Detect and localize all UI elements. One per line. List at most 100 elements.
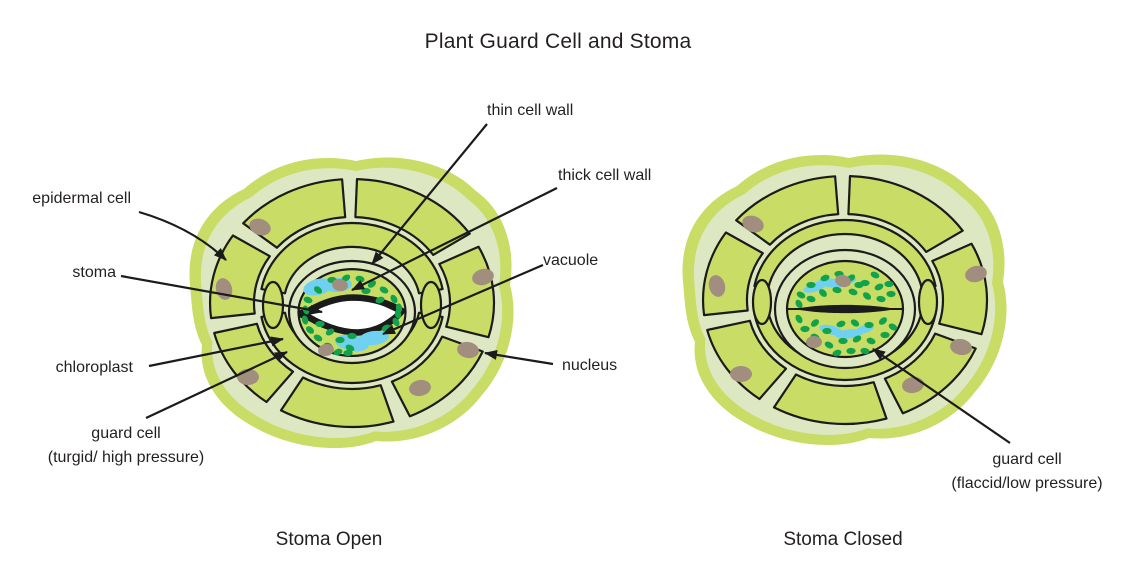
nucleus-shape [742, 215, 764, 233]
label-guard-cell-closed-line2: (flaccid/low pressure) [951, 475, 1103, 492]
chloroplast-dot [820, 274, 830, 282]
arrow-epidermal-cell [138, 210, 227, 261]
label-stoma: stoma [72, 264, 116, 281]
chloroplast-dot [806, 281, 816, 289]
chloroplast-dot [305, 326, 315, 334]
epidermal-cell-shape [390, 335, 484, 418]
nucleus-shape [730, 366, 752, 382]
chloroplast-dot [810, 319, 820, 327]
stoma-slit-closed [795, 304, 895, 314]
chloroplast-dot [335, 336, 345, 344]
arrow-thick-cell-wall [351, 187, 558, 291]
chloroplast-dot [850, 319, 860, 327]
chloroplast-dot [394, 309, 402, 319]
nucleus-shape [835, 274, 851, 288]
caption-stoma-open: Stoma Open [275, 529, 383, 550]
arrow-guard-cell-closed [872, 348, 1011, 444]
annotation-arrows [120, 123, 1011, 444]
label-guard-cell-closed: guard cell (flaccid/low pressure) [951, 448, 1102, 496]
epidermal-cell-shape [753, 218, 937, 290]
vacuole-shape [359, 330, 389, 346]
arrow-thin-cell-wall [371, 123, 488, 265]
label-thick-cell-wall: thick cell wall [558, 167, 652, 184]
chloroplast-dot [832, 349, 842, 357]
label-nucleus: nucleus [562, 357, 618, 374]
chloroplast-dot [795, 299, 803, 309]
nucleus-shape [332, 278, 348, 292]
label-guard-cell-closed-line1: guard cell [992, 451, 1062, 468]
chloroplast-dot [325, 328, 335, 336]
epidermal-cell-shape [354, 178, 471, 256]
chloroplast-dot [848, 288, 858, 296]
chloroplast-dot [795, 314, 803, 324]
nucleus-shape [472, 268, 494, 286]
label-thin-cell-wall: thin cell wall [487, 102, 574, 119]
chloroplast-dot [341, 274, 351, 282]
epidermal-cell-shape [883, 332, 977, 415]
label-guard-cell-open: guard cell (turgid/ high pressure) [48, 422, 205, 470]
caption-stoma-closed: Stoma Closed [783, 529, 903, 550]
chloroplast-dot [303, 296, 313, 304]
chloroplast-dot [846, 347, 856, 355]
chloroplast-dot [822, 327, 832, 335]
chloroplast-dot [866, 337, 876, 345]
epidermal-cell-shape [917, 278, 939, 326]
chloroplast-dot [874, 283, 884, 291]
arrow-vacuole [382, 263, 544, 336]
label-epidermal-cell: epidermal cell [32, 190, 131, 207]
chloroplast-dot [862, 292, 872, 300]
chloroplast-dot [838, 337, 848, 345]
nucleus-shape [708, 275, 726, 297]
epidermal-cell-shape [279, 376, 395, 429]
chloroplast-dot [832, 286, 842, 294]
chloroplast-dot [379, 286, 389, 294]
arrow-nucleus [484, 349, 554, 366]
arrow-guard-cell-open [145, 351, 288, 419]
nucleus-shape [950, 338, 972, 356]
nucleus-shape [965, 265, 987, 283]
arrow-stoma [120, 274, 323, 315]
chloroplast-dot [860, 279, 870, 287]
chloroplast-dot [886, 290, 896, 298]
chloroplast-dot [806, 295, 816, 303]
diagram-stoma-open [189, 157, 514, 449]
guard-cell-pair-closed [773, 248, 917, 370]
chloroplast-dot [390, 294, 398, 304]
chloroplast-dot [343, 349, 353, 357]
chloroplast-dot [836, 320, 846, 328]
label-vacuole: vacuole [543, 252, 599, 269]
chloroplast-dot [375, 296, 385, 304]
chloroplast-dot [347, 332, 357, 340]
epidermal-cell-shape [419, 280, 443, 330]
nucleus-shape [457, 341, 479, 359]
chloroplast-dot [880, 331, 890, 339]
chloroplast-dot [864, 321, 874, 329]
chloroplast-dot [392, 317, 400, 327]
chloroplast-dot [876, 295, 886, 303]
chloroplast-dot [333, 348, 343, 356]
nucleus-shape [318, 343, 334, 357]
chloroplast-dot [819, 289, 827, 297]
diagram-stoma-closed [682, 154, 1007, 446]
chloroplast-dot [824, 341, 834, 349]
epidermal-cell-shape [847, 175, 964, 253]
chloroplast-dot [315, 320, 325, 328]
label-guard-cell-open-line2: (turgid/ high pressure) [47, 449, 205, 466]
nucleus-shape [249, 218, 271, 236]
chloroplast-dot [345, 344, 355, 352]
epidermal-cell-shape [260, 221, 444, 295]
chloroplast-dot [301, 315, 309, 325]
chloroplast-dot [800, 325, 810, 333]
chloroplast-dot [361, 287, 371, 295]
chloroplast-dot [313, 334, 323, 342]
chloroplast-dot [852, 335, 862, 343]
chloroplast-dot [313, 286, 323, 294]
chloroplast-dot [884, 280, 894, 288]
guard-cell-pair-open [287, 259, 417, 365]
chloroplast-dot [796, 291, 806, 299]
epidermal-cell-shape [751, 278, 773, 326]
label-chloroplast: chloroplast [55, 359, 133, 376]
label-guard-cell-open-line1: guard cell [91, 425, 161, 442]
